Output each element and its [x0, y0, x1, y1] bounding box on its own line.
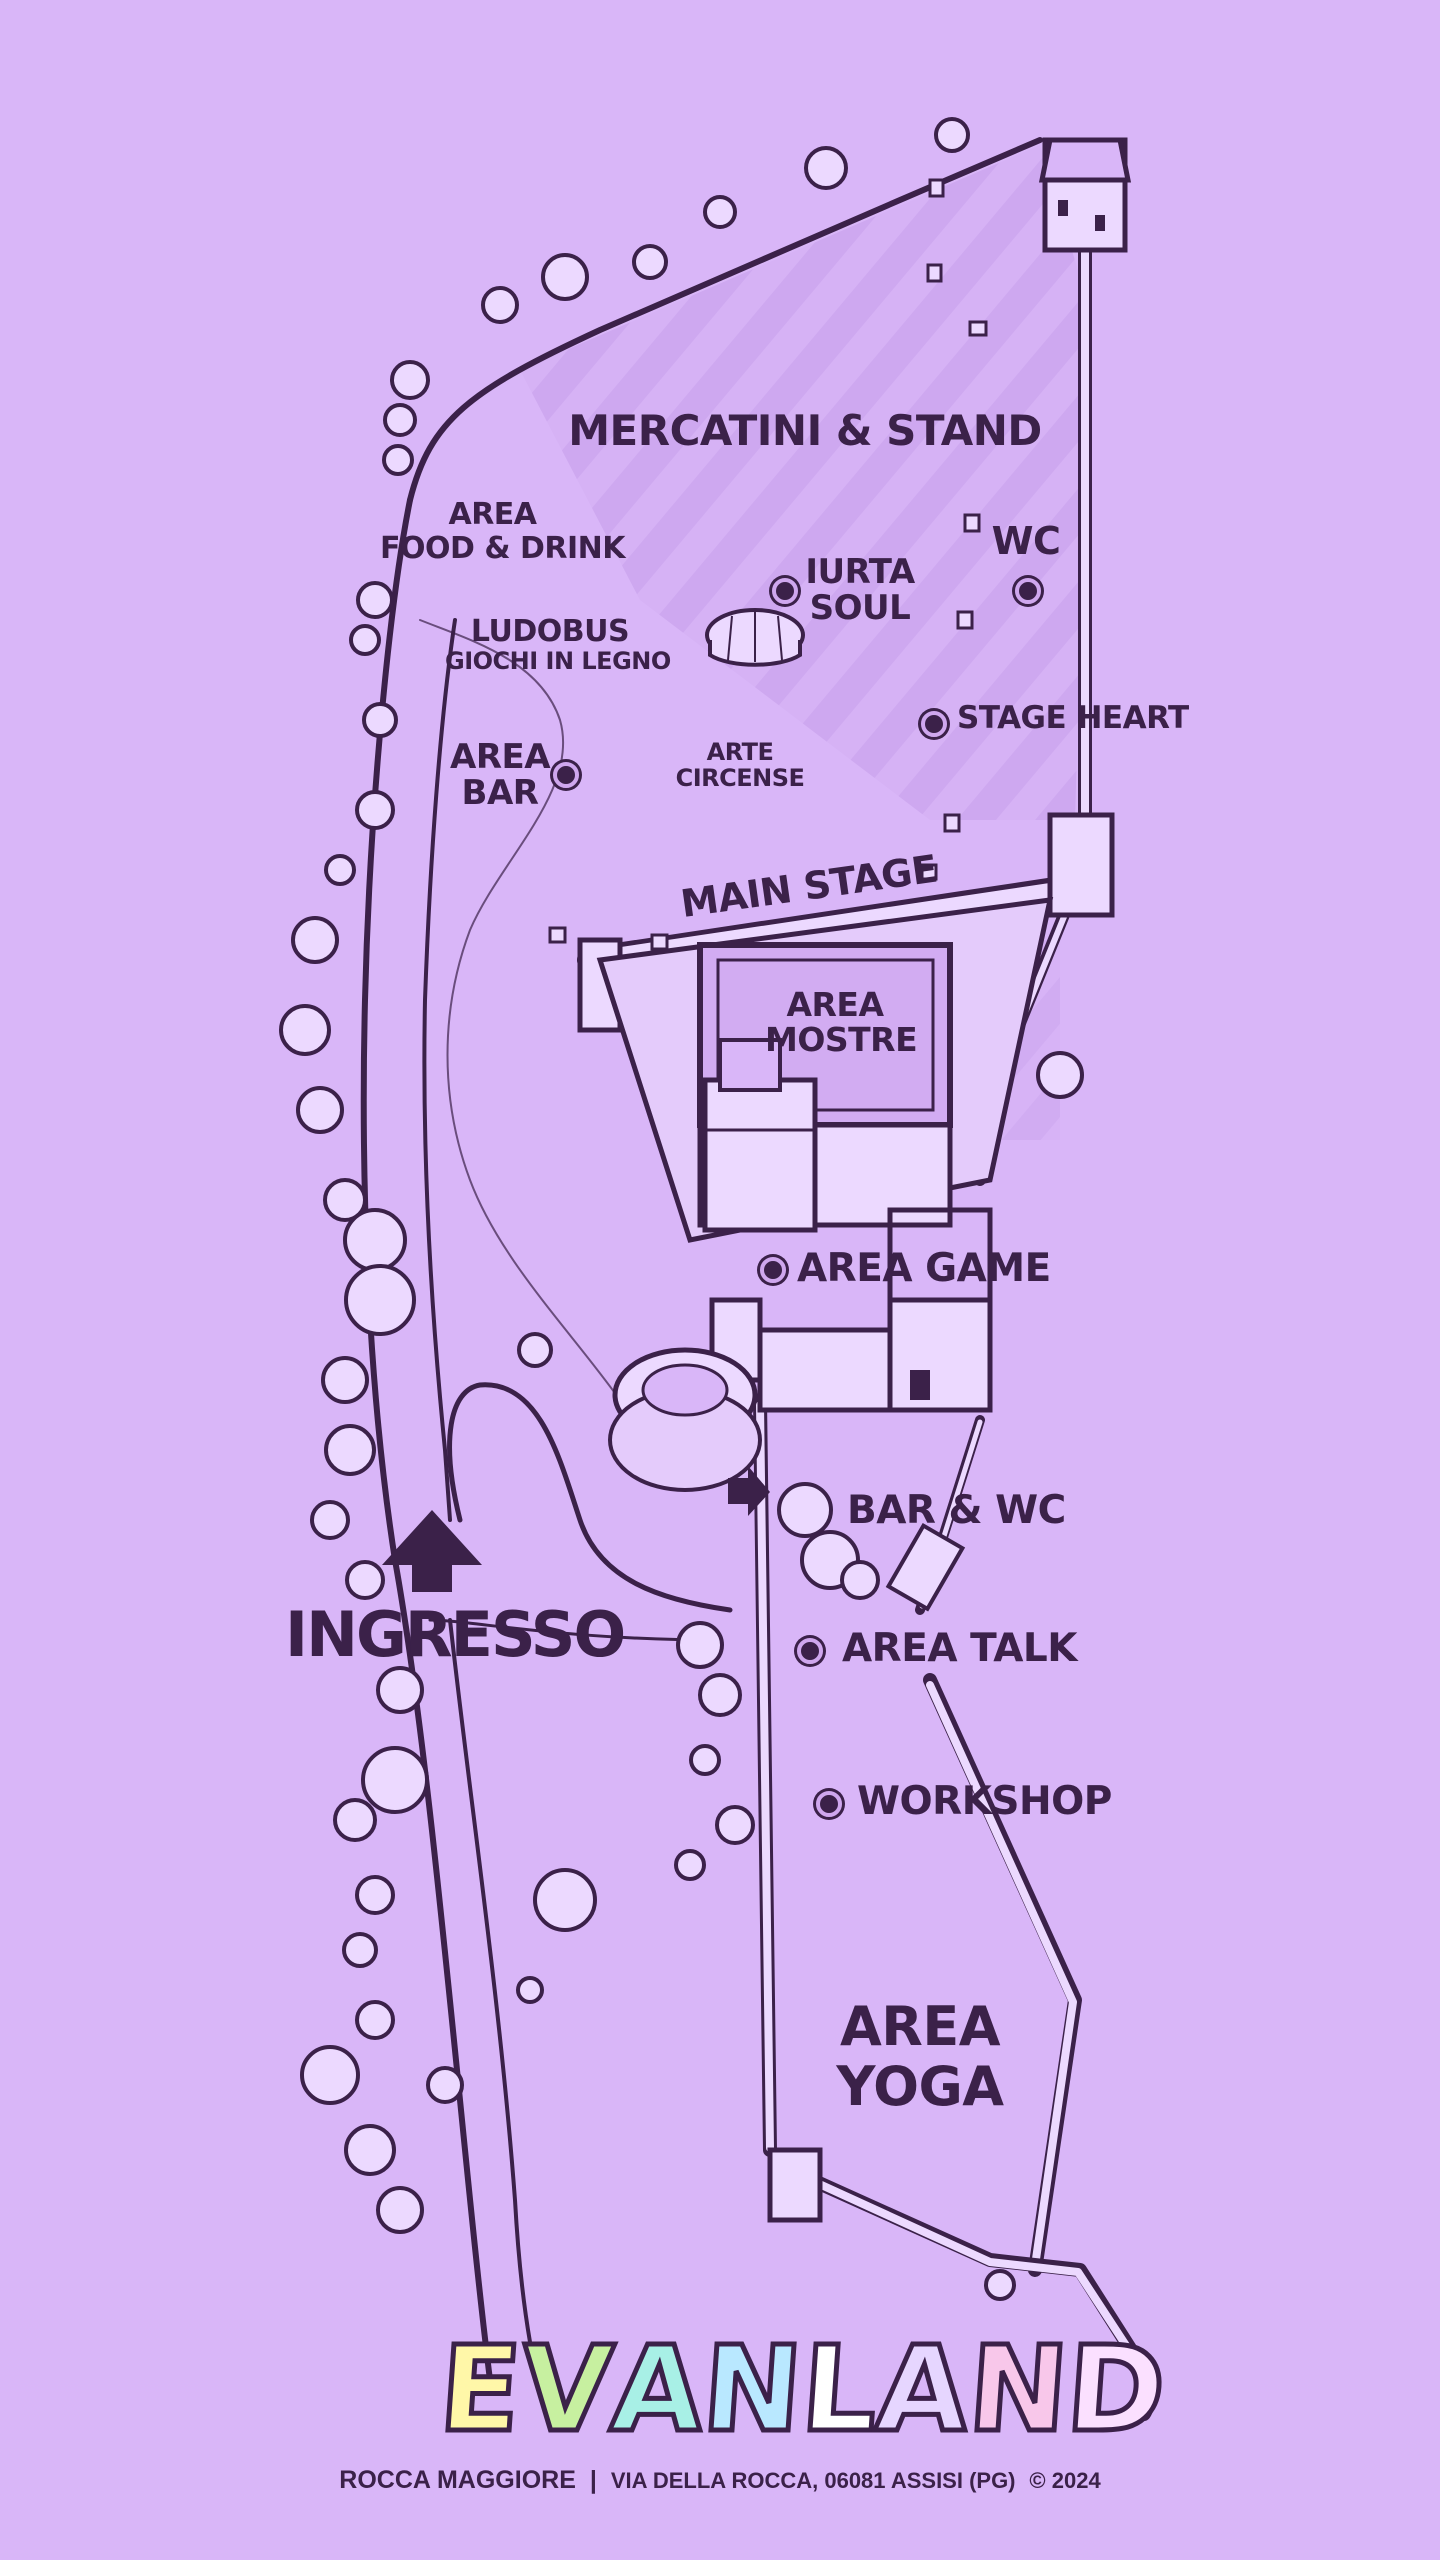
evanland-logo: EVANLAND [433, 2318, 1173, 2461]
footer-copyright: © 2024 [1029, 2468, 1101, 2493]
logo-letter-l: L [795, 2318, 885, 2461]
west-road-lower [448, 1618, 542, 2392]
logo-letter-n: N [696, 2318, 809, 2461]
stage-tower [1047, 812, 1115, 918]
label-iurta: IURTA SOUL [805, 552, 915, 628]
label-mercatini: MERCATINI & STAND [568, 406, 1042, 455]
west-road-inner [422, 618, 457, 1522]
label-area-food: AREA FOOD & DRINK [380, 497, 625, 566]
logo-letter-e: E [433, 2318, 528, 2461]
logo-letter-n2: N [961, 2318, 1074, 2461]
south-diagonal-wall [923, 1673, 1082, 2277]
stand-markers [548, 178, 988, 951]
logo-letter-a: A [605, 2318, 711, 2461]
winding-path [447, 1382, 733, 1613]
label-wc: WC [991, 519, 1061, 563]
market-area [520, 145, 1090, 820]
north-wall-line [407, 137, 1043, 503]
south-gate-tower [767, 2147, 823, 2223]
iurta-dot[interactable] [772, 578, 798, 604]
label-area-game: AREA GAME [797, 1246, 1051, 1291]
winding-path-inner [428, 1618, 722, 1642]
footer-place: ROCCA MAGGIORE [339, 2466, 576, 2494]
logo-letter-d: D [1060, 2318, 1173, 2461]
yurt-icon [705, 608, 805, 667]
label-area-bar: AREA BAR [450, 737, 551, 813]
area-talk-dot[interactable] [797, 1638, 823, 1664]
area-bar-dot[interactable] [553, 762, 579, 788]
label-stage-heart: STAGE HEART [957, 700, 1189, 736]
small-arrow-icon [728, 1466, 770, 1516]
logo-letter-v: V [513, 2318, 619, 2461]
label-area-yoga: AREA YOGA [836, 1995, 1004, 2118]
footer: ROCCA MAGGIORE | VIA DELLA ROCCA, 06081 AS… [0, 2466, 1440, 2495]
footer-separator: | [589, 2466, 597, 2494]
label-ingresso: INGRESSO [285, 1598, 626, 1671]
logo-letter-a2: A [870, 2318, 976, 2461]
label-arte-circense: ARTE CIRCENSE [675, 738, 805, 792]
castle-keep [596, 897, 1054, 1243]
entrance-arrow-icon [382, 1510, 482, 1592]
label-bar-wc: BAR & WC [847, 1488, 1066, 1533]
footer-address: VIA DELLA ROCCA, 06081 ASSISI (PG) [610, 2468, 1016, 2493]
stairs [885, 1522, 966, 1612]
label-area-talk: AREA TALK [842, 1626, 1077, 1671]
interior-path [419, 619, 621, 1401]
workshop-dot[interactable] [816, 1791, 842, 1817]
label-area-mostre: AREA MOSTRE [765, 985, 918, 1059]
round-tower [608, 1207, 993, 1492]
wc-dot[interactable] [1015, 578, 1041, 604]
area-game-dot[interactable] [760, 1257, 786, 1283]
stage-heart-dot[interactable] [921, 711, 947, 737]
label-ludobus: LUDOBUS GIOCHI IN LEGNO [445, 614, 671, 675]
castle-tower-icon [1038, 137, 1132, 253]
trees [279, 117, 1084, 2301]
label-workshop: WORKSHOP [857, 1779, 1112, 1824]
